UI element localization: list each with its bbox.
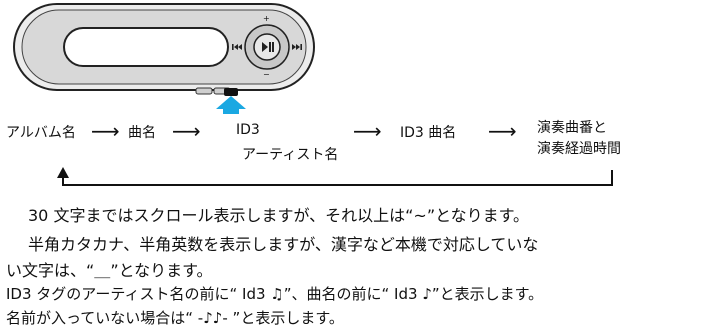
note-line-1: 30 文字まではスクロール表示しますが、それ以上は“~”となります。 (28, 202, 529, 226)
note-line-4-text: ID3 タグのアーティスト名の前に“ Id3 (6, 285, 271, 303)
note-line-3-end: ”となります。 (110, 261, 213, 280)
note-line-4-end: ”と表示します。 (431, 285, 544, 303)
flow-step-id3-label: ID3 (236, 122, 260, 138)
empty-name-symbol: -♪♪- (197, 309, 228, 327)
previous-track-icon[interactable] (232, 44, 242, 50)
plus-symbol: + (263, 14, 270, 23)
note-line-3-text: い文字は、“ (6, 261, 95, 280)
note-line-4-mid: ”、曲名の前に“ Id3 (283, 285, 423, 303)
artist-marker-icon: ♫ (270, 285, 284, 303)
note-line-4: ID3 タグのアーティスト名の前に“ Id3 ♫”、曲名の前に“ Id3 ♪”と… (6, 283, 543, 304)
minus-symbol: − (263, 70, 270, 79)
note-line-2: 半角カタカナ、半角英数を表示しますが、漢字など本機で対応していな (28, 235, 539, 254)
play-pause-icon[interactable] (262, 42, 274, 52)
highlight-arrow-icon (216, 96, 246, 114)
note-line-3: い文字は、“＿”となります。 (6, 257, 213, 281)
next-track-icon[interactable] (292, 44, 302, 50)
flow-step-elapsed-time: 演奏経過時間 (537, 141, 621, 157)
device-screen (63, 27, 229, 67)
note-line-5-text: 名前が入っていない場合は“ (6, 309, 198, 327)
overflow-symbol: ~ (413, 206, 427, 225)
display-button[interactable] (224, 88, 238, 96)
flow-step-id3-artist: アーティスト名 (242, 147, 339, 163)
return-arrow (57, 167, 613, 186)
note-line-1-text: 30 文字まではスクロール表示しますが、それ以上は“ (28, 206, 414, 225)
note-line-1-end: ”となります。 (426, 206, 530, 225)
flow-arrow-4: ⟶ (488, 119, 517, 143)
flow-arrow-3: ⟶ (353, 119, 382, 143)
note-line-5-end: ”と表示します。 (227, 309, 344, 327)
flow-arrow-1: ⟶ (91, 119, 120, 143)
side-button-left[interactable] (195, 87, 213, 95)
flow-step-track-number: 演奏曲番と (537, 120, 607, 136)
flow-step-album: アルバム名 (6, 125, 76, 141)
note-line-5: 名前が入っていない場合は“ -♪♪- ”と表示します。 (6, 307, 344, 328)
flow-step-id3-title: ID3 曲名 (400, 125, 457, 141)
flow-step-title: 曲名 (128, 125, 156, 141)
flow-arrow-2: ⟶ (172, 119, 201, 143)
unsupported-char-symbol: ＿ (94, 261, 111, 280)
title-marker-icon: ♪ (422, 285, 432, 303)
